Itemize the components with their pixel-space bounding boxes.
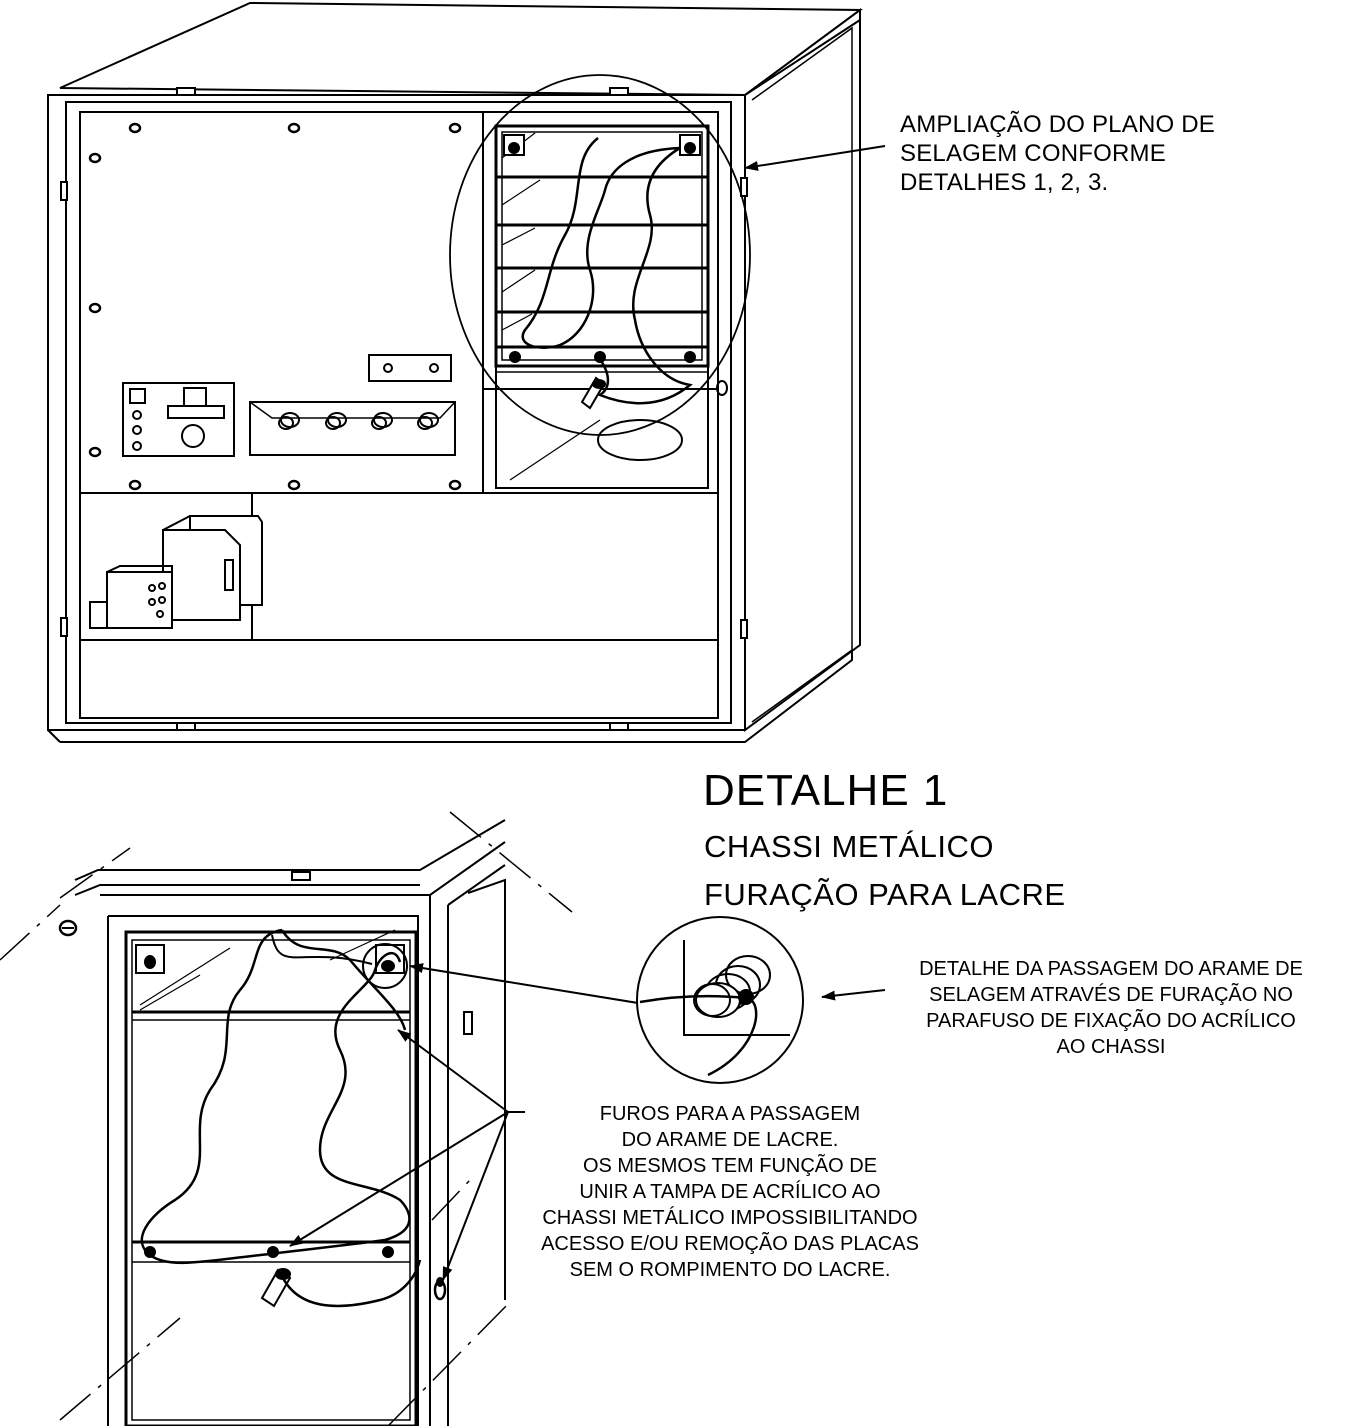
cabinet-drawing (47, 1, 863, 743)
detail1-leaders (289, 963, 886, 1281)
callout-wire-line-4: AO CHASSI (1056, 1036, 1166, 1058)
wire-passage-detail (636, 916, 804, 1084)
leader-top-callout (744, 145, 886, 171)
callout-enlargement-line-2: SELAGEM CONFORME (900, 140, 1166, 167)
callout-holes-line-1: FUROS PARA A PASSAGEM (599, 1103, 861, 1125)
detail1-title: DETALHE 1 (703, 766, 948, 816)
detail1-subtitle: CHASSI METÁLICO FURAÇÃO PARA LACRE (704, 827, 1066, 915)
detail1-subtitle-line-2: FURAÇÃO PARA LACRE (704, 877, 1066, 912)
callout-wire-line-1: DETALHE DA PASSAGEM DO ARAME DE (919, 958, 1303, 980)
seal-wire (521, 137, 693, 405)
plate-screws (88, 122, 462, 491)
callout-holes-line-5: CHASSI METÁLICO IMPOSSIBILITANDO (542, 1207, 918, 1229)
callout-holes-line-4: UNIR A TAMPA DE ACRÍLICO AO (579, 1181, 881, 1203)
callout-enlargement-line-1: AMPLIAÇÃO DO PLANO DE (900, 111, 1215, 138)
callout-holes-line-7: SEM O ROMPIMENTO DO LACRE. (569, 1259, 891, 1281)
callout-holes-line-3: OS MESMOS TEM FUNÇÃO DE (582, 1155, 878, 1177)
detail1-subtitle-line-1: CHASSI METÁLICO (704, 829, 994, 864)
detail1-title-text: DETALHE 1 (703, 766, 949, 815)
callout-seal-holes: FUROS PARA A PASSAGEM DO ARAME DE LACRE.… (490, 1101, 970, 1283)
callout-enlargement: AMPLIAÇÃO DO PLANO DE SELAGEM CONFORME D… (900, 110, 1215, 197)
enlargement-circle (449, 74, 751, 436)
callout-enlargement-line-3: DETALHES 1, 2, 3. (900, 169, 1109, 196)
callout-holes-line-6: ACESSO E/OU REMOÇÃO DAS PLACAS (541, 1233, 919, 1255)
callout-holes-line-2: DO ARAME DE LACRE. (621, 1129, 839, 1151)
detail1-drawing (0, 811, 573, 1426)
terminal-knobs (278, 412, 439, 430)
callout-wire-line-3: PARAFUSO DE FIXAÇÃO DO ACRÍLICO (926, 1010, 1296, 1032)
callout-wire-line-2: SELAGEM ATRAVÉS DE FURAÇÃO NO (929, 984, 1293, 1006)
callout-wire-passage: DETALHE DA PASSAGEM DO ARAME DE SELAGEM … (872, 956, 1350, 1060)
detail1-seal-wire (140, 928, 411, 1265)
